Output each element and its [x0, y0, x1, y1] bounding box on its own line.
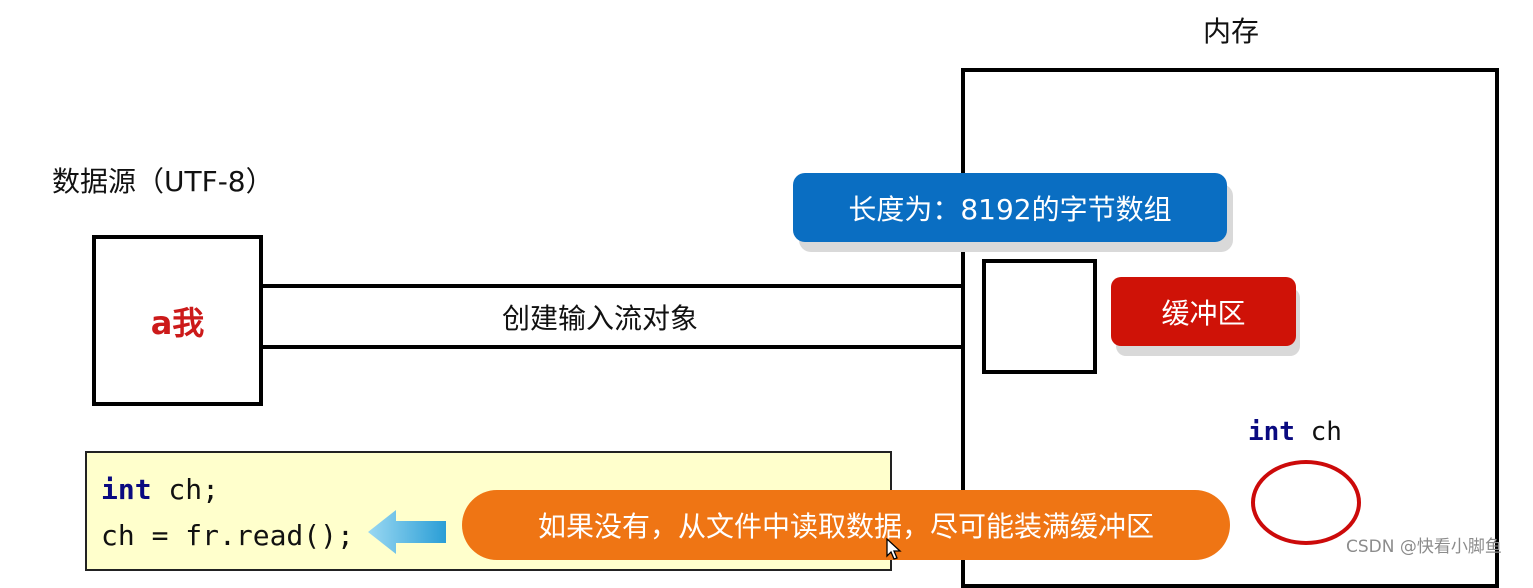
stream-pipe-top — [261, 284, 963, 288]
source-content: a我 — [150, 303, 205, 342]
code-line-1: int ch; — [101, 467, 890, 513]
cursor-icon — [886, 538, 902, 560]
buffer-box — [982, 259, 1097, 374]
read-callout: 如果没有，从文件中读取数据，尽可能装满缓冲区 — [462, 490, 1230, 560]
left-arrow-icon — [368, 510, 446, 554]
watermark: CSDN @快看小脚鱼 — [1346, 537, 1502, 557]
code-line-1-rest: ch; — [151, 473, 220, 506]
memory-title: 内存 — [1203, 15, 1260, 48]
code-line-2: ch = fr.read(); — [101, 519, 354, 552]
variable-label: int ch — [1248, 417, 1342, 447]
variable-oval — [1251, 460, 1361, 545]
stream-label: 创建输入流对象 — [502, 302, 699, 335]
buffer-callout: 缓冲区 — [1111, 277, 1296, 346]
variable-keyword: int — [1248, 417, 1295, 447]
code-keyword: int — [101, 473, 152, 506]
source-box: a我 — [92, 235, 263, 406]
variable-name: ch — [1310, 417, 1342, 447]
stream-pipe-bottom — [261, 345, 963, 349]
array-callout: 长度为：8192的字节数组 — [793, 173, 1227, 242]
source-title: 数据源（UTF-8） — [52, 165, 274, 198]
